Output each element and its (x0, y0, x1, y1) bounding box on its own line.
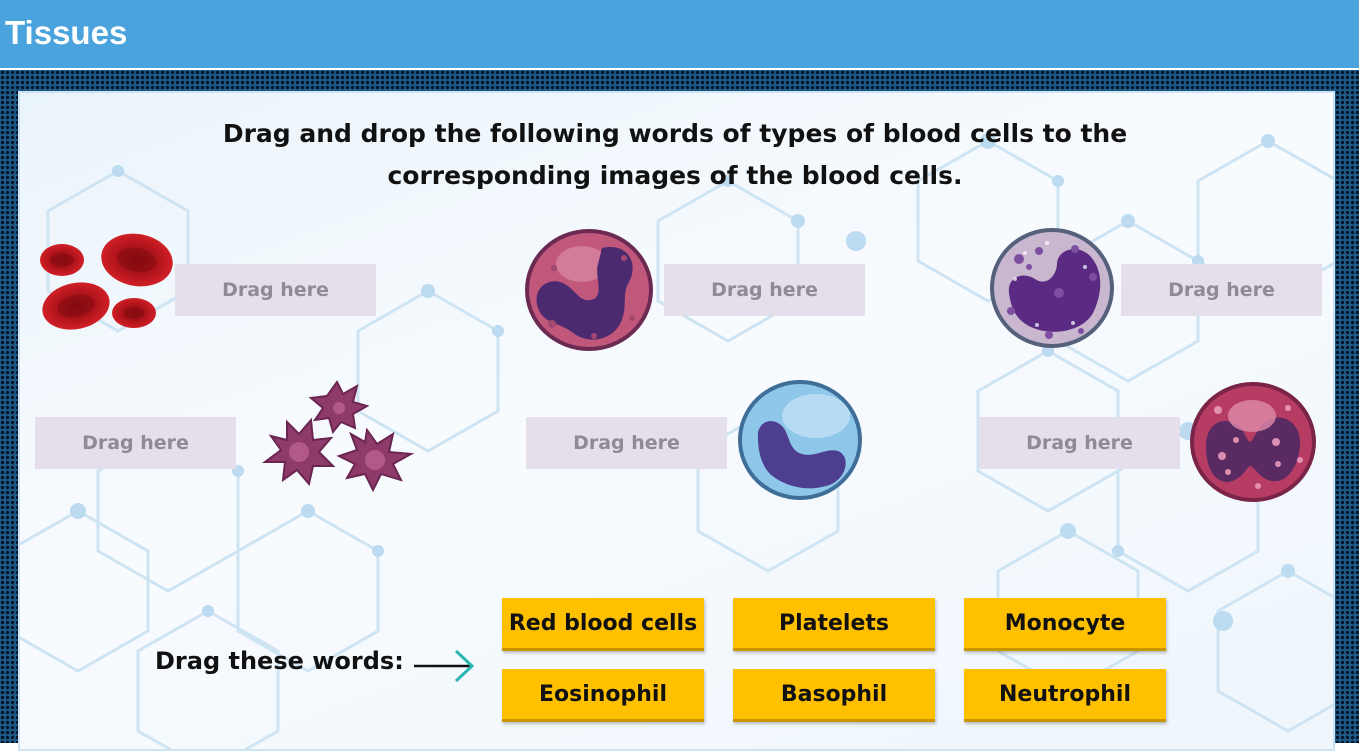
title-bar: Tissues (0, 0, 1359, 70)
instruction-line-2: corresponding images of the blood cells. (387, 161, 963, 190)
dropzone-label: Drag here (573, 432, 680, 454)
dropzone-label: Drag here (1026, 432, 1133, 454)
dropzone-eosinophil[interactable]: Drag here (979, 417, 1180, 469)
word-bank-prompt: Drag these words: (155, 647, 404, 675)
arrow-right-icon (414, 649, 475, 683)
neutrophil-cell-icon (525, 229, 653, 351)
eosinophil-cell-icon (1190, 382, 1316, 502)
dropzone-label: Drag here (1168, 279, 1275, 301)
word-tile-monocyte[interactable]: Monocyte (964, 598, 1166, 651)
word-tile-basophil[interactable]: Basophil (733, 669, 935, 722)
instruction-line-1: Drag and drop the following words of typ… (222, 119, 1128, 148)
dropzone-label: Drag here (711, 279, 818, 301)
dropzone-basophil[interactable]: Drag here (1121, 264, 1322, 316)
dropzone-platelets[interactable]: Drag here (35, 417, 236, 469)
word-tile-red-blood-cells[interactable]: Red blood cells (502, 598, 704, 651)
instruction-text: Drag and drop the following words of typ… (190, 113, 1160, 197)
dropzone-neutrophil[interactable]: Drag here (664, 264, 865, 316)
basophil-cell-icon (990, 228, 1114, 348)
word-tile-eosinophil[interactable]: Eosinophil (502, 669, 704, 722)
dropzone-monocyte[interactable]: Drag here (526, 417, 727, 469)
page-title: Tissues (5, 14, 128, 51)
word-tile-neutrophil[interactable]: Neutrophil (964, 669, 1166, 722)
platelets-icon (262, 380, 415, 493)
monocyte-cell-icon (738, 380, 862, 500)
dropzone-red-blood-cells[interactable]: Drag here (175, 264, 376, 316)
dropzone-label: Drag here (222, 279, 329, 301)
word-tile-platelets[interactable]: Platelets (733, 598, 935, 651)
dropzone-label: Drag here (82, 432, 189, 454)
red-blood-cells-icon (40, 233, 173, 330)
